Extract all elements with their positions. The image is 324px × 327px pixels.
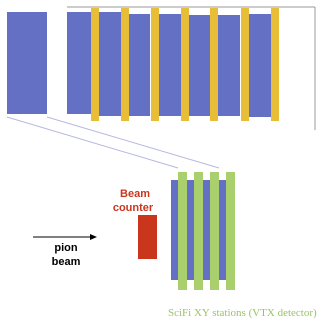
scifi-green-plate [178,172,187,290]
beam-counter-label-line2: counter [113,202,154,214]
top-blue-segment [99,12,121,116]
top-blue-segment [67,12,92,114]
top-station-stack [67,8,279,121]
scifi-stations [171,172,235,290]
pion-beam-label-line1: pion [54,242,77,254]
scifi-blue-layer [203,180,213,280]
scifi-blue-layer [171,180,179,280]
pion-beam-arrowhead [90,234,97,240]
zoom-guide-line-right [46,116,220,169]
top-blue-segment [248,14,271,117]
top-gold-plate [241,8,249,121]
top-gold-plate [181,8,189,121]
scifi-blue-layer [187,180,195,280]
scifi-stations-caption: SciFi XY stations (VTX detector) [168,307,317,319]
scifi-green-plate [194,172,203,290]
top-gold-plate [121,8,129,121]
top-gold-plate [210,8,218,121]
top-blue-segment [218,15,240,116]
beam-counter-block [138,215,157,259]
pion-beam-label-line2: beam [52,256,81,268]
beam-counter-label-line1: Beam [120,188,150,200]
upstream-detector-block [7,12,47,114]
top-blue-segment [159,14,181,116]
zoom-guide-line-left [6,116,179,169]
top-gold-plate [151,8,159,121]
top-blue-segment [129,14,150,116]
top-gold-plate [271,8,279,121]
top-blue-segment [189,15,210,116]
top-gold-plate [91,8,99,121]
scifi-green-plate [226,172,235,290]
scifi-blue-layer [219,180,227,280]
scifi-green-plate [210,172,219,290]
